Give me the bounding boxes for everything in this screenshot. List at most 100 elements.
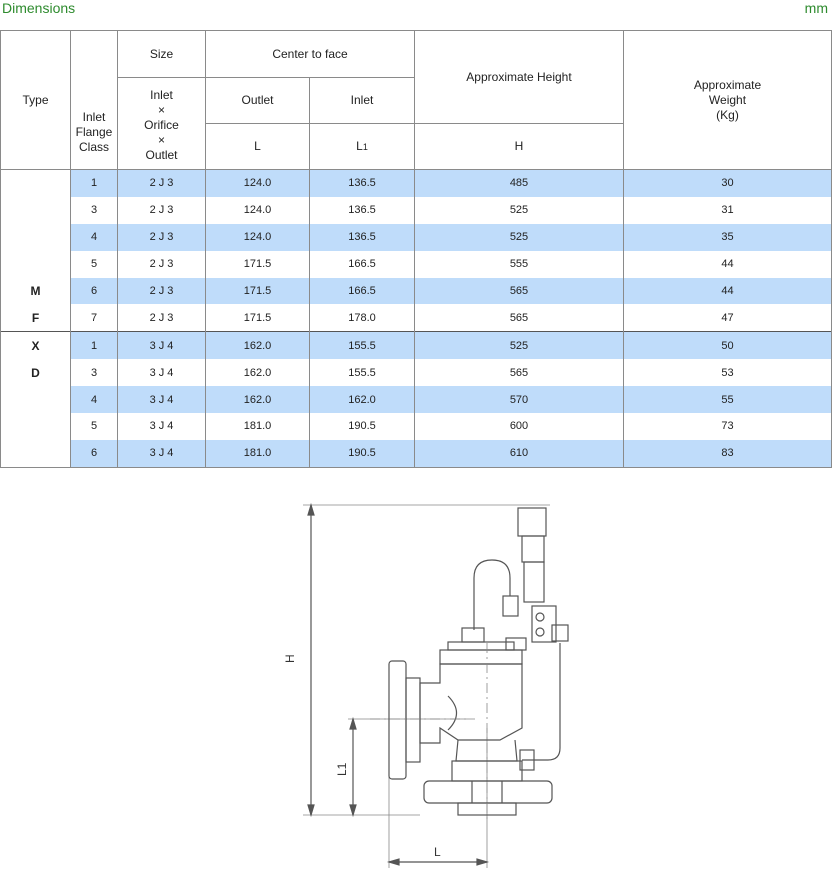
cell-l: 181.0 bbox=[205, 439, 310, 468]
cell-size: 2 J 3 bbox=[117, 277, 206, 305]
return-fitting bbox=[519, 749, 535, 771]
cell-l: 162.0 bbox=[205, 359, 310, 387]
pilot-block bbox=[505, 637, 527, 651]
bonnet-cap bbox=[447, 641, 515, 651]
cell-cls: 4 bbox=[70, 223, 118, 251]
header-size: Size bbox=[117, 30, 206, 78]
h-arrow-bottom bbox=[307, 804, 315, 818]
cell-size: 2 J 3 bbox=[117, 250, 206, 278]
cell-l: 124.0 bbox=[205, 169, 310, 197]
cell-w: 30 bbox=[623, 169, 832, 197]
type-cell: D bbox=[0, 359, 71, 387]
cell-w: 44 bbox=[623, 250, 832, 278]
inlet-flange bbox=[388, 660, 407, 780]
cell-w: 47 bbox=[623, 304, 832, 332]
side-fitting bbox=[551, 624, 569, 642]
bonnet bbox=[439, 649, 523, 665]
header-center-to-face: Center to face bbox=[205, 30, 415, 78]
cell-size: 2 J 3 bbox=[117, 196, 206, 224]
return-tube bbox=[522, 643, 561, 761]
cell-h: 570 bbox=[414, 386, 624, 414]
cell-h: 525 bbox=[414, 223, 624, 251]
pilot-block-lower bbox=[531, 605, 557, 643]
type-cell: F bbox=[0, 304, 71, 332]
header-size-sub: Inlet × Orifice × Outlet bbox=[117, 77, 206, 170]
cell-size: 2 J 3 bbox=[117, 223, 206, 251]
header-height-symbol: H bbox=[414, 123, 624, 170]
cell-h: 565 bbox=[414, 304, 624, 332]
header-outlet: Outlet bbox=[205, 77, 310, 124]
cell-h: 600 bbox=[414, 413, 624, 440]
cell-cls: 7 bbox=[70, 304, 118, 332]
label-l: L bbox=[434, 845, 441, 859]
lower-body bbox=[455, 739, 518, 762]
pilot-base bbox=[461, 627, 485, 643]
header-approx-weight: Approximate Weight (Kg) bbox=[623, 30, 832, 170]
l1-arrow-bottom bbox=[349, 804, 357, 818]
cell-h: 565 bbox=[414, 359, 624, 387]
cell-l: 124.0 bbox=[205, 223, 310, 251]
cell-l1: 162.0 bbox=[309, 386, 415, 414]
header-approx-height: Approximate Height bbox=[414, 30, 624, 124]
h-arrow-top bbox=[307, 502, 315, 516]
pilot-stem bbox=[521, 535, 545, 563]
cell-size: 2 J 3 bbox=[117, 169, 206, 197]
cell-l1: 136.5 bbox=[309, 169, 415, 197]
tube-fitting bbox=[502, 595, 519, 617]
cell-w: 31 bbox=[623, 196, 832, 224]
pilot-port-1 bbox=[535, 612, 545, 622]
header-inlet-flange-class: Inlet Flange Class bbox=[70, 30, 118, 170]
cell-h: 565 bbox=[414, 277, 624, 305]
cell-l: 171.5 bbox=[205, 250, 310, 278]
cell-w: 83 bbox=[623, 439, 832, 468]
header-inlet-symbol: L1 bbox=[309, 123, 415, 170]
cell-l1: 136.5 bbox=[309, 223, 415, 251]
cell-size: 3 J 4 bbox=[117, 386, 206, 414]
cell-l1: 155.5 bbox=[309, 359, 415, 387]
cell-cls: 3 bbox=[70, 359, 118, 387]
cell-l: 181.0 bbox=[205, 413, 310, 440]
cell-cls: 3 bbox=[70, 196, 118, 224]
cell-w: 44 bbox=[623, 277, 832, 305]
cell-l1: 155.5 bbox=[309, 331, 415, 360]
l-arrow-left bbox=[386, 858, 400, 866]
cell-l: 162.0 bbox=[205, 331, 310, 360]
header-inlet: Inlet bbox=[309, 77, 415, 124]
unit-label: mm bbox=[804, 0, 828, 16]
cell-h: 555 bbox=[414, 250, 624, 278]
cell-l1: 190.5 bbox=[309, 413, 415, 440]
cell-size: 3 J 4 bbox=[117, 359, 206, 387]
cell-size: 3 J 4 bbox=[117, 439, 206, 468]
cell-cls: 5 bbox=[70, 250, 118, 278]
cell-l: 162.0 bbox=[205, 386, 310, 414]
type-cell bbox=[0, 386, 71, 414]
cell-cls: 1 bbox=[70, 331, 118, 360]
cell-cls: 4 bbox=[70, 386, 118, 414]
cell-l1: 166.5 bbox=[309, 277, 415, 305]
body-inner-curve bbox=[447, 695, 458, 731]
cell-h: 525 bbox=[414, 331, 624, 360]
cell-w: 73 bbox=[623, 413, 832, 440]
l1-arrow-top bbox=[349, 716, 357, 730]
cell-size: 3 J 4 bbox=[117, 413, 206, 440]
type-cell bbox=[0, 169, 71, 197]
cell-cls: 6 bbox=[70, 277, 118, 305]
type-cell bbox=[0, 250, 71, 278]
cell-w: 53 bbox=[623, 359, 832, 387]
type-cell bbox=[0, 196, 71, 224]
pilot-cap bbox=[517, 507, 547, 537]
pilot-tube-loop bbox=[473, 559, 511, 630]
cell-cls: 1 bbox=[70, 169, 118, 197]
label-h: H bbox=[283, 654, 297, 663]
page-header: Dimensions mm bbox=[0, 0, 832, 30]
